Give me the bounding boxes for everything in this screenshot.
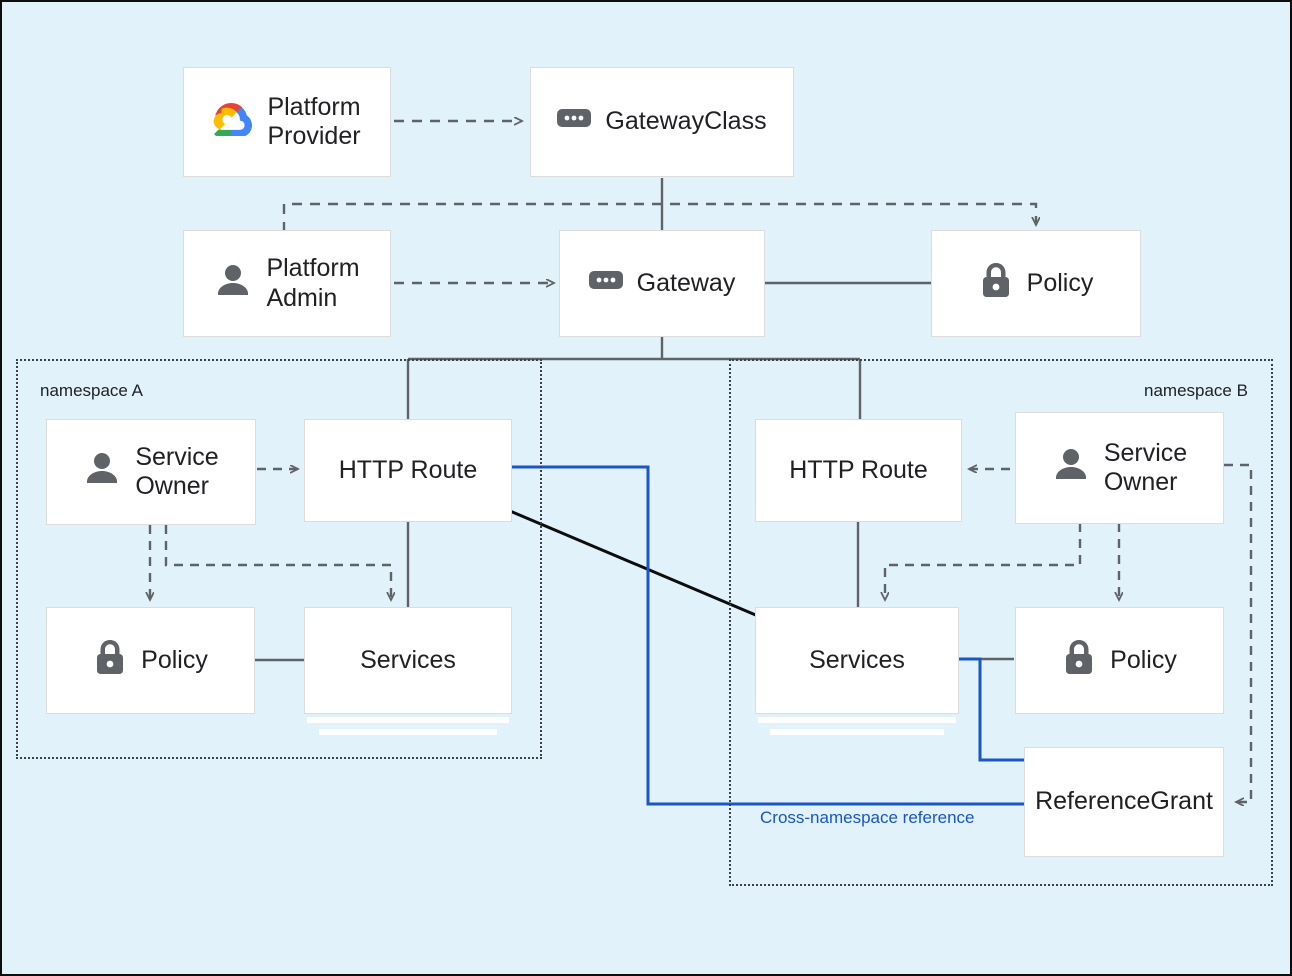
node-service-owner-b[interactable]: Service Owner — [1015, 412, 1224, 524]
node-policy-top-label: Policy — [1026, 268, 1094, 297]
node-reference-grant[interactable]: ReferenceGrant — [1024, 747, 1224, 857]
node-service-owner-a[interactable]: Service Owner — [46, 419, 256, 525]
namespace-a-boundary — [16, 359, 542, 759]
node-policy-a-label: Policy — [141, 645, 208, 674]
lock-icon — [1062, 637, 1096, 685]
gatewayclass-icon — [557, 107, 592, 137]
node-http-route-b[interactable]: HTTP Route — [755, 419, 962, 522]
gateway-icon — [588, 269, 623, 299]
node-gatewayclass-label: GatewayClass — [605, 107, 767, 136]
node-service-owner-b-label: Service Owner — [1103, 438, 1188, 497]
lock-icon — [979, 260, 1013, 308]
node-platform-admin[interactable]: Platform Admin — [183, 230, 391, 337]
node-platform-provider[interactable]: Platform Provider — [183, 67, 391, 177]
node-services-a-label: Services — [360, 645, 456, 674]
node-platform-admin-label: Platform Admin — [266, 254, 360, 312]
namespace-a-label: namespace A — [40, 381, 144, 400]
node-gateway[interactable]: Gateway — [559, 230, 765, 337]
node-policy-a[interactable]: Policy — [46, 607, 255, 714]
edge-admin-to-policy-top — [282, 202, 1036, 232]
namespace-b-boundary — [729, 359, 1273, 886]
node-platform-provider-label: Platform Provider — [267, 92, 361, 151]
node-policy-b[interactable]: Policy — [1015, 607, 1224, 714]
namespace-b-label: namespace B — [1144, 381, 1248, 400]
person-icon — [83, 449, 121, 495]
node-service-owner-a-label: Service Owner — [135, 442, 219, 501]
node-gateway-label: Gateway — [636, 268, 736, 297]
edge-route-a-to-services-b-diagonal — [509, 509, 759, 618]
node-http-route-a[interactable]: HTTP Route — [304, 419, 512, 522]
node-gatewayclass[interactable]: GatewayClass — [530, 67, 794, 177]
person-icon — [1052, 445, 1090, 491]
node-policy-b-label: Policy — [1110, 645, 1177, 674]
google-cloud-icon — [213, 100, 253, 144]
lock-icon — [93, 637, 127, 685]
node-policy-top[interactable]: Policy — [931, 230, 1141, 337]
person-icon — [214, 261, 252, 307]
node-services-a[interactable]: Services — [304, 607, 512, 735]
node-reference-grant-label: ReferenceGrant — [1035, 787, 1213, 816]
node-services-b-label: Services — [809, 645, 905, 674]
node-http-route-a-label: HTTP Route — [338, 455, 478, 484]
cross-namespace-reference-label: Cross-namespace reference — [760, 808, 975, 827]
node-http-route-b-label: HTTP Route — [789, 455, 928, 484]
node-services-b[interactable]: Services — [755, 607, 959, 735]
